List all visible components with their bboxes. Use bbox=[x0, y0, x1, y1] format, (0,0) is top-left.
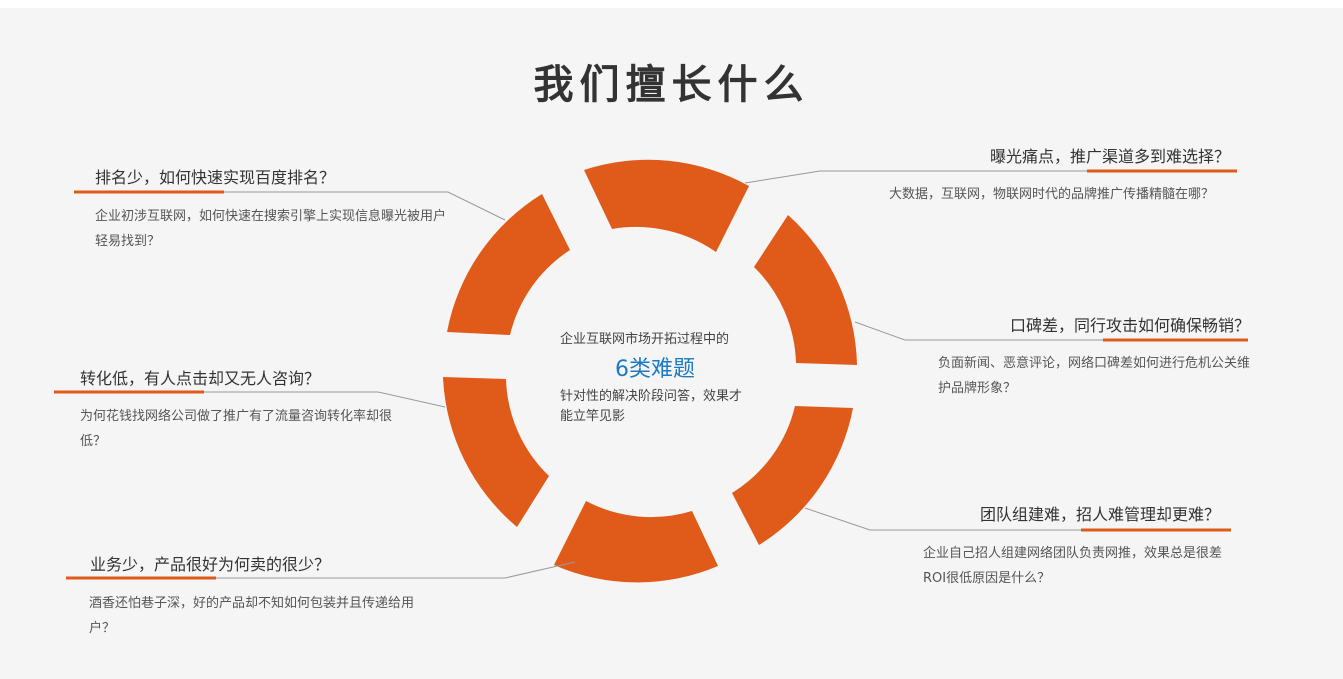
accent-underlines bbox=[54, 169, 1248, 580]
ring-center-text: 企业互联网市场开拓过程中的 6类难题 针对性的解决阶段问答，效果才能立竿见影 bbox=[560, 328, 750, 427]
center-highlight: 6类难题 bbox=[615, 357, 695, 382]
ring-segment-lower-right bbox=[732, 406, 853, 545]
page-title: 我们擅长什么 bbox=[533, 62, 810, 108]
item-heading: 排名少，如何快速实现百度排名？ bbox=[95, 168, 336, 187]
item-description: 负面新闻、恶意评论，网络口碑差如何进行危机公关维护品牌形象？ bbox=[938, 356, 1251, 396]
ring-segment-top bbox=[584, 159, 749, 252]
item-description: 大数据，互联网，物联网时代的品牌推广传播精髓在哪？ bbox=[889, 187, 1215, 202]
ring-segment-upper-right bbox=[754, 215, 857, 365]
item-description: 企业初涉互联网，如何快速在搜索引擎上实现信息曝光被用户轻易找到？ bbox=[95, 209, 447, 249]
item-heading: 团队组建难，招人难管理却更难？ bbox=[980, 505, 1221, 524]
item-heading: 转化低，有人点击却又无人咨询？ bbox=[80, 369, 321, 388]
item-description: 酒香还怕巷子深，好的产品却不知如何包装并且传递给用户？ bbox=[89, 596, 415, 636]
center-intro: 企业互联网市场开拓过程中的 bbox=[560, 332, 730, 347]
item-heading: 业务少，产品很好为何卖的很少？ bbox=[90, 555, 331, 574]
center-subtext: 针对性的解决阶段问答，效果才能立竿见影 bbox=[560, 389, 743, 424]
item-heading: 口碑差，同行攻击如何确保畅销？ bbox=[1010, 316, 1251, 335]
ring-segment-bottom bbox=[554, 501, 718, 583]
item-description: 为何花钱找网络公司做了推广有了流量咨询转化率却很低？ bbox=[80, 409, 393, 449]
item-heading: 曝光痛点，推广渠道多到难选择？ bbox=[990, 147, 1231, 166]
ring-segment-upper-left bbox=[447, 194, 570, 335]
ring-segments bbox=[443, 159, 857, 583]
ring-segment-lower-left bbox=[443, 377, 549, 527]
item-description: 企业自己招人组建网络团队负责网推，效果总是很差ROI很低原因是什么？ bbox=[923, 546, 1223, 586]
